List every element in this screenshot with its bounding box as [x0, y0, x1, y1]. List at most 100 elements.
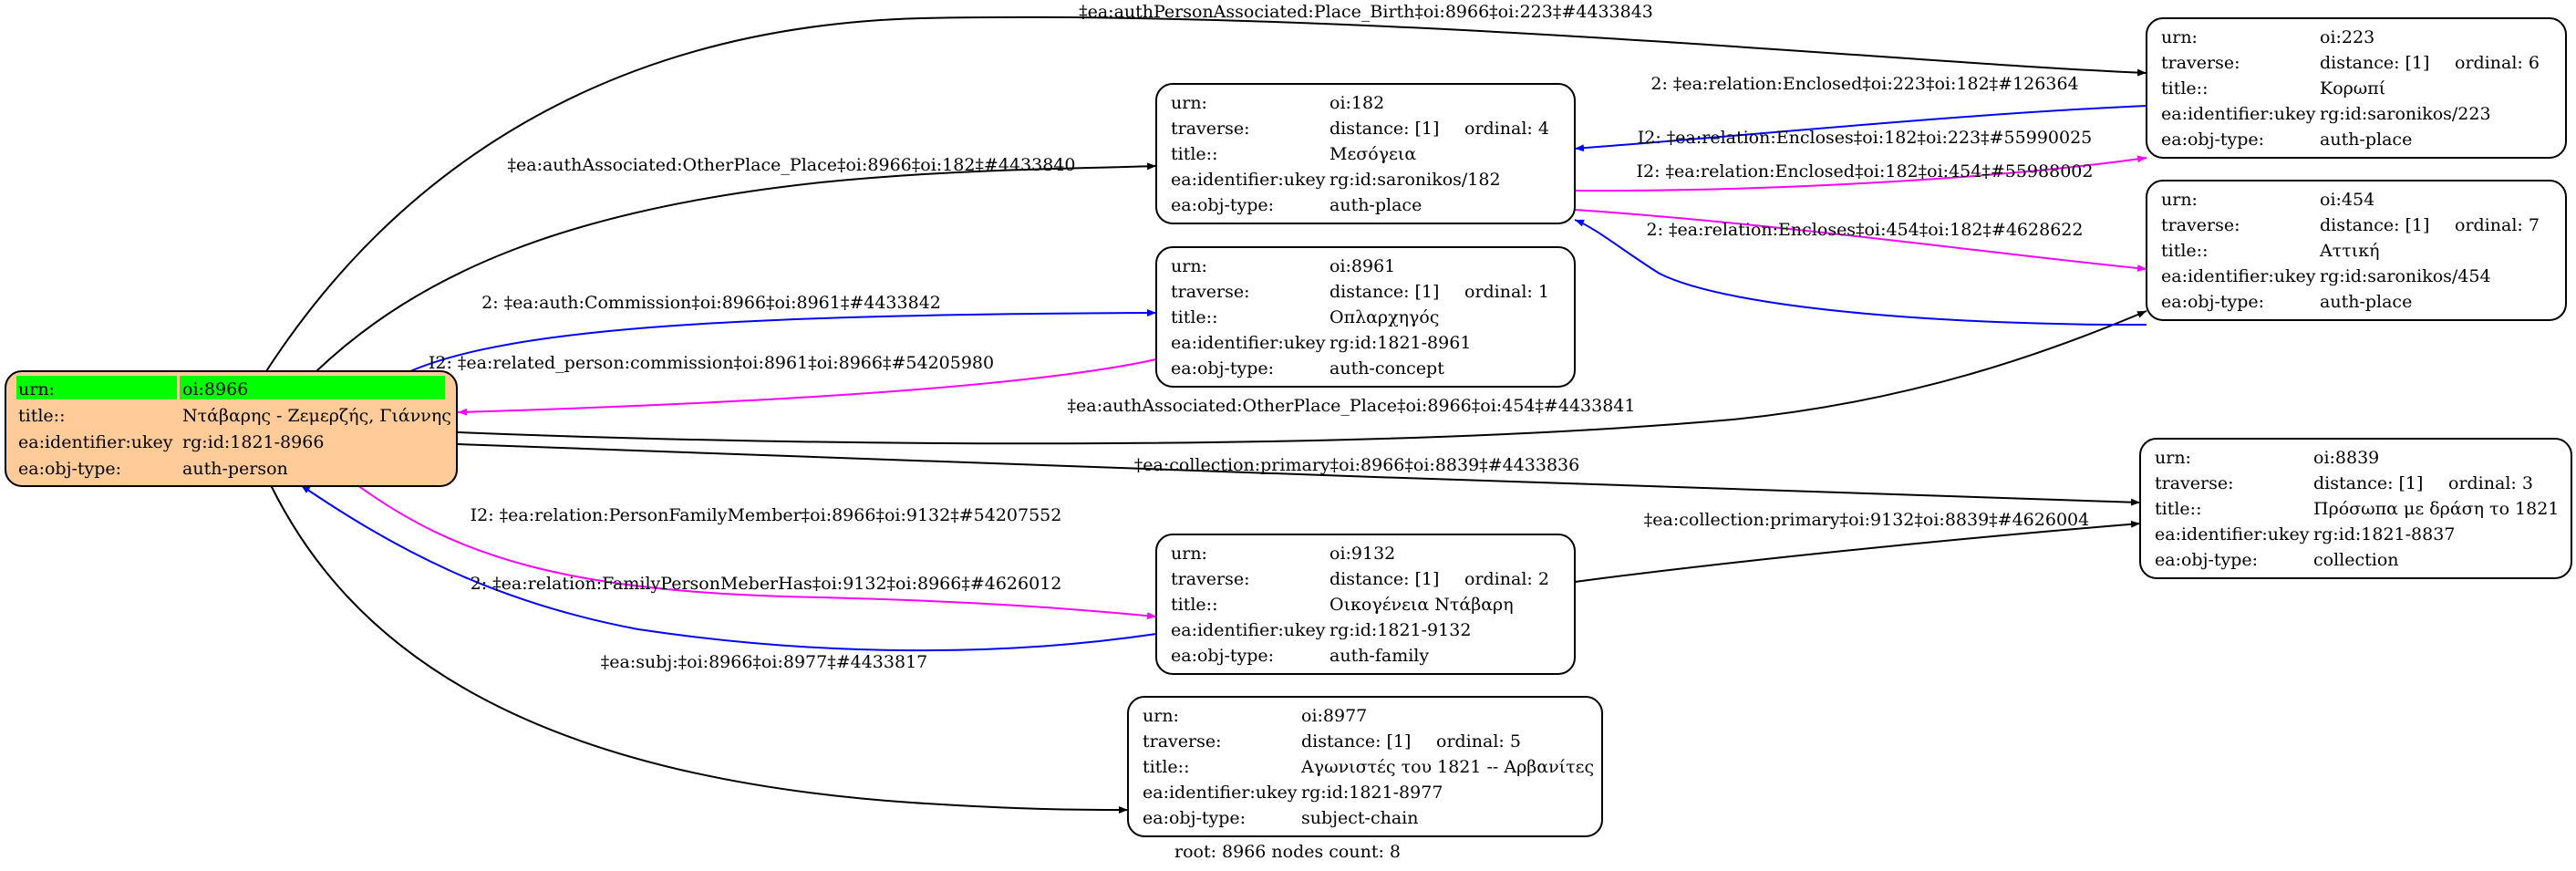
- edge-9132-to-8966[interactable]: [300, 484, 1157, 652]
- node-field-key: title::: [2161, 78, 2208, 99]
- node-field-value: collection: [2313, 550, 2399, 570]
- node-field-key: ea:obj-type:: [1171, 195, 1274, 215]
- node-field-key: title::: [1171, 307, 1217, 327]
- node-field-value: distance: [1]: [2313, 473, 2423, 493]
- node-field-key: urn:: [1171, 93, 1207, 113]
- node-field-key: title::: [18, 406, 65, 426]
- node-field-key: traverse:: [1171, 119, 1250, 139]
- edge-label: ‡ea:subj:‡oi:8966‡oi:8977‡#4433817: [601, 652, 928, 672]
- node-field-ordinal: ordinal: 7: [2455, 215, 2540, 235]
- edge-labels-layer: ‡ea:authPersonAssociated:Place_Birth‡oi:…: [429, 2, 2094, 672]
- node-field-value: Κορωπί: [2320, 78, 2385, 99]
- node-field-value: subject-chain: [1301, 808, 1419, 828]
- node-field-key: ea:identifier:ukey: [1171, 333, 1326, 353]
- node-field-value: oi:223: [2320, 27, 2374, 47]
- node-field-value: oi:454: [2320, 190, 2374, 210]
- edge-label: I2: ‡ea:relation:PersonFamilyMember‡oi:8…: [471, 505, 1062, 525]
- node-field-value: oi:9132: [1329, 544, 1395, 564]
- edge-label: 2: ‡ea:relation:Encloses‡oi:454‡oi:182‡#…: [1647, 220, 2084, 240]
- edge-label: ‡ea:collection:primary‡oi:8966‡oi:8839‡#…: [1134, 455, 1579, 475]
- edge-182-to-223[interactable]: [1574, 155, 2147, 192]
- graph-node-8839[interactable]: urn: oi:8839 traverse: distance: [1] ordinal…: [2139, 438, 2572, 579]
- edge-182-to-454[interactable]: [1574, 209, 2147, 273]
- node-field-key: urn:: [18, 379, 55, 399]
- edge-label: ‡ea:collection:primary‡oi:9132‡oi:8839‡#…: [1644, 510, 2089, 530]
- node-box[interactable]: [2139, 438, 2572, 579]
- node-box[interactable]: [2146, 180, 2567, 321]
- node-field-key: urn:: [1171, 544, 1207, 564]
- edge-8966-to-8977[interactable]: [270, 484, 1129, 814]
- edge-label: I2: ‡ea:related_person:commission‡oi:896…: [429, 353, 994, 373]
- node-field-key: ea:obj-type:: [1143, 808, 1246, 828]
- node-field-value: distance: [1]: [1329, 119, 1439, 139]
- node-field-value: auth-place: [2320, 130, 2412, 150]
- node-field-value: auth-place: [2320, 292, 2412, 312]
- node-field-ordinal: ordinal: 5: [1436, 731, 1521, 752]
- node-field-value: oi:8977: [1301, 706, 1367, 726]
- edge-label: I2: ‡ea:relation:Enclosed‡oi:182‡oi:454‡…: [1637, 161, 2094, 181]
- edge-8966-to-182[interactable]: [316, 162, 1157, 372]
- node-field-key: urn:: [2161, 190, 2198, 210]
- node-field-value: distance: [1]: [2320, 215, 2429, 235]
- node-box[interactable]: [1155, 534, 1576, 675]
- edge-label: 2: ‡ea:relation:Enclosed‡oi:223‡oi:182‡#…: [1650, 74, 2078, 94]
- node-field-ordinal: ordinal: 3: [2448, 473, 2533, 493]
- node-field-key: title::: [1143, 757, 1189, 777]
- node-field-value: Μεσόγεια: [1329, 144, 1416, 164]
- node-field-key: traverse:: [2161, 53, 2240, 73]
- node-field-key: urn:: [2155, 448, 2191, 468]
- edge-8966-to-9132[interactable]: [357, 484, 1157, 620]
- node-field-value: Αγωνιστές του 1821 -- Αρβανίτες: [1300, 757, 1594, 777]
- row-highlight: [180, 376, 445, 399]
- node-field-key: title::: [1171, 595, 1217, 615]
- edge-8966-to-454[interactable]: [457, 310, 2147, 445]
- node-field-key: ea:obj-type:: [1171, 358, 1274, 378]
- edge-8966-to-223[interactable]: [265, 16, 2147, 372]
- node-field-key: ea:obj-type:: [2155, 550, 2258, 570]
- node-field-key: traverse:: [2161, 215, 2240, 235]
- node-field-key: ea:identifier:ukey: [2161, 104, 2316, 124]
- edge-label: 2: ‡ea:auth:Commission‡oi:8966‡oi:8961‡#…: [481, 293, 941, 313]
- node-field-key: ea:obj-type:: [2161, 292, 2264, 312]
- graph-node-454[interactable]: urn: oi:454 traverse: distance: [1] ordinal:…: [2146, 180, 2567, 321]
- node-box[interactable]: [1127, 696, 1603, 837]
- row-highlight: [16, 376, 177, 399]
- edge-label: ‡ea:authAssociated:OtherPlace_Place‡oi:8…: [508, 155, 1076, 175]
- edge-8966-to-8961[interactable]: [409, 309, 1157, 372]
- edge-454-to-182[interactable]: [1574, 219, 2147, 327]
- node-box[interactable]: [2146, 17, 2567, 159]
- node-field-ordinal: ordinal: 6: [2455, 53, 2540, 73]
- node-field-value: rg:id:saronikos/454: [2320, 266, 2491, 286]
- node-field-value: oi:8966: [182, 379, 248, 399]
- node-field-key: traverse:: [2155, 473, 2234, 493]
- edge-label: 2: ‡ea:relation:FamilyPersonMeberHas‡oi:…: [471, 574, 1062, 594]
- node-field-value: distance: [1]: [1301, 731, 1411, 752]
- node-field-value: distance: [1]: [1329, 569, 1439, 589]
- node-field-value: oi:8961: [1329, 256, 1395, 276]
- node-field-value: rg:id:saronikos/182: [1329, 170, 1501, 190]
- edge-223-to-182[interactable]: [1574, 105, 2147, 152]
- edge-9132-to-8839[interactable]: [1574, 520, 2141, 583]
- edge-label: ‡ea:authPersonAssociated:Place_Birth‡oi:…: [1079, 2, 1653, 22]
- edge-label: ‡ea:authAssociated:OtherPlace_Place‡oi:8…: [1068, 396, 1636, 416]
- node-field-key: ea:obj-type:: [18, 459, 121, 479]
- node-box[interactable]: [1155, 83, 1576, 224]
- node-field-value: Οικογένεια Ντάβαρη: [1329, 595, 1514, 615]
- node-box[interactable]: [1155, 246, 1576, 388]
- node-field-key: title::: [2161, 241, 2208, 261]
- node-field-value: Ντάβαρης - Ζεμερζής, Γιάννης: [182, 406, 451, 426]
- graph-footer: root: 8966 nodes count: 8: [1174, 842, 1401, 862]
- node-field-value: oi:8839: [2313, 448, 2379, 468]
- node-box[interactable]: [5, 370, 458, 487]
- node-field-value: auth-person: [182, 459, 288, 479]
- node-field-key: urn:: [1171, 256, 1207, 276]
- node-field-value: Πρόσωπα με δράση το 1821: [2313, 499, 2559, 519]
- edge-8961-to-8966[interactable]: [457, 358, 1157, 416]
